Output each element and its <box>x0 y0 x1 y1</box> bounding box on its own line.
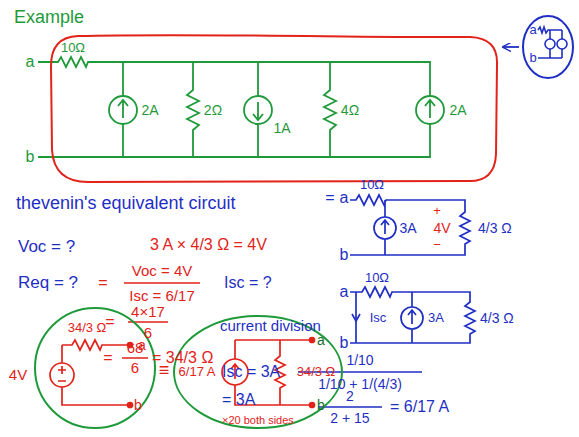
node-outline <box>48 34 500 184</box>
fraction-numerator: 2 <box>346 388 354 404</box>
fraction-numerator: Voc = 4V <box>132 262 192 279</box>
current-label: Isc <box>370 311 387 326</box>
equation: = 6/17 A <box>390 398 449 416</box>
circuit-wire <box>538 27 562 58</box>
polarity-mark: − <box>433 238 441 253</box>
source-arrow <box>408 310 416 324</box>
terminal-dot <box>310 338 315 343</box>
voltage-value: 4V <box>9 366 27 383</box>
resistor-value: 4/3 Ω <box>478 220 512 236</box>
fraction-numerator: 1/10 <box>346 352 373 368</box>
region-outline <box>51 35 497 182</box>
fraction-denominator: 6 <box>144 324 152 341</box>
thevenin-circuit <box>50 340 133 408</box>
short-circuit-circuit <box>350 287 475 343</box>
terminal-label: a <box>340 283 349 301</box>
sketch-circuit <box>538 27 567 58</box>
resistor-value: 10Ω <box>365 271 389 286</box>
circle-outline <box>174 316 342 428</box>
node-outline <box>521 14 575 80</box>
voltage-value: 4V <box>433 220 450 236</box>
fraction-bar <box>122 283 200 358</box>
fraction-numerator: 68 <box>127 339 144 356</box>
circle-outline <box>523 16 573 78</box>
current-arrow <box>352 314 360 321</box>
source-value: 2A <box>141 102 158 118</box>
resistor-value: 34/3 Ω <box>68 321 107 336</box>
method-note: current division <box>220 317 321 334</box>
current-source-symbol <box>374 217 396 239</box>
given-circuit <box>38 57 444 157</box>
fraction-denominator: Isc = 6/17 <box>129 287 194 304</box>
terminal-label: a <box>340 189 349 207</box>
equals-sign: = <box>103 349 112 367</box>
fraction-denominator: 1/10 + 1/(4/3) <box>318 376 402 392</box>
source-value: 1A <box>273 120 290 136</box>
current-source-symbol <box>401 307 423 329</box>
terminal-label: b <box>317 397 325 413</box>
equation: Isc = 3A <box>222 363 280 381</box>
resistor-value: 10Ω <box>360 178 384 193</box>
source-value: 3A <box>399 220 416 236</box>
resistor-value: 2Ω <box>204 102 222 118</box>
polarity-symbol <box>58 366 66 381</box>
current-source-symbol <box>545 39 555 49</box>
terminal-label: b <box>529 51 536 66</box>
pointer-arrow <box>503 46 519 48</box>
polarity-mark: + <box>433 204 441 219</box>
slide-title: Example <box>14 7 84 28</box>
source-arrow <box>118 100 435 120</box>
circuit-wire <box>38 57 430 157</box>
resistor-value: 10Ω <box>61 41 85 56</box>
resistor-value: 4Ω <box>341 102 359 118</box>
equals-sign: = <box>98 274 107 292</box>
fraction-denominator: 6 <box>131 359 139 376</box>
circled-circuit-region: 10Ω 2A 2Ω 1A 4Ω 2A <box>48 34 500 184</box>
equivalence-sign: ≡ <box>159 360 170 381</box>
fraction-bars <box>122 283 200 358</box>
resistor-value: 4/3 Ω <box>480 310 514 326</box>
current-source-symbol <box>557 39 567 49</box>
circuit-wire <box>350 195 470 255</box>
source-transformed-circuit <box>350 195 470 255</box>
circle-outline <box>35 308 155 428</box>
source-arrow <box>381 220 389 234</box>
section-heading: thevenin's equivalent circuit <box>16 193 236 214</box>
terminal-label: a <box>529 23 536 38</box>
fraction-denominator: 2 + 15 <box>330 410 369 426</box>
sketch-circle: ab <box>521 14 575 80</box>
side-note: ×20 both sides <box>222 414 294 427</box>
circuit-wire <box>350 287 475 343</box>
terminal-label: b <box>134 397 142 413</box>
terminal-label: b <box>340 334 349 352</box>
equals-sign: = <box>325 189 334 207</box>
question-note: Isc = ? <box>224 274 272 292</box>
equation: = 3A <box>222 391 255 409</box>
source-value: 3A <box>428 311 444 326</box>
terminal-dot <box>310 403 315 408</box>
source-value: 6/17 A <box>179 365 216 380</box>
voltage-source-symbol <box>50 363 74 387</box>
fraction-numerator: 4×17 <box>131 303 165 320</box>
question-note: Voc = ? <box>18 237 75 257</box>
terminal-label: b <box>340 246 349 264</box>
terminal-dot <box>128 403 133 408</box>
equation: 3 A × 4/3 Ω = 4V <box>150 236 267 254</box>
source-value: 2A <box>449 102 466 118</box>
terminal-label: a <box>26 53 35 71</box>
circuit-wire <box>62 340 130 405</box>
question-note: Req = ? <box>18 273 78 293</box>
equals-sign: = <box>105 313 114 331</box>
terminal-label: b <box>26 148 35 166</box>
